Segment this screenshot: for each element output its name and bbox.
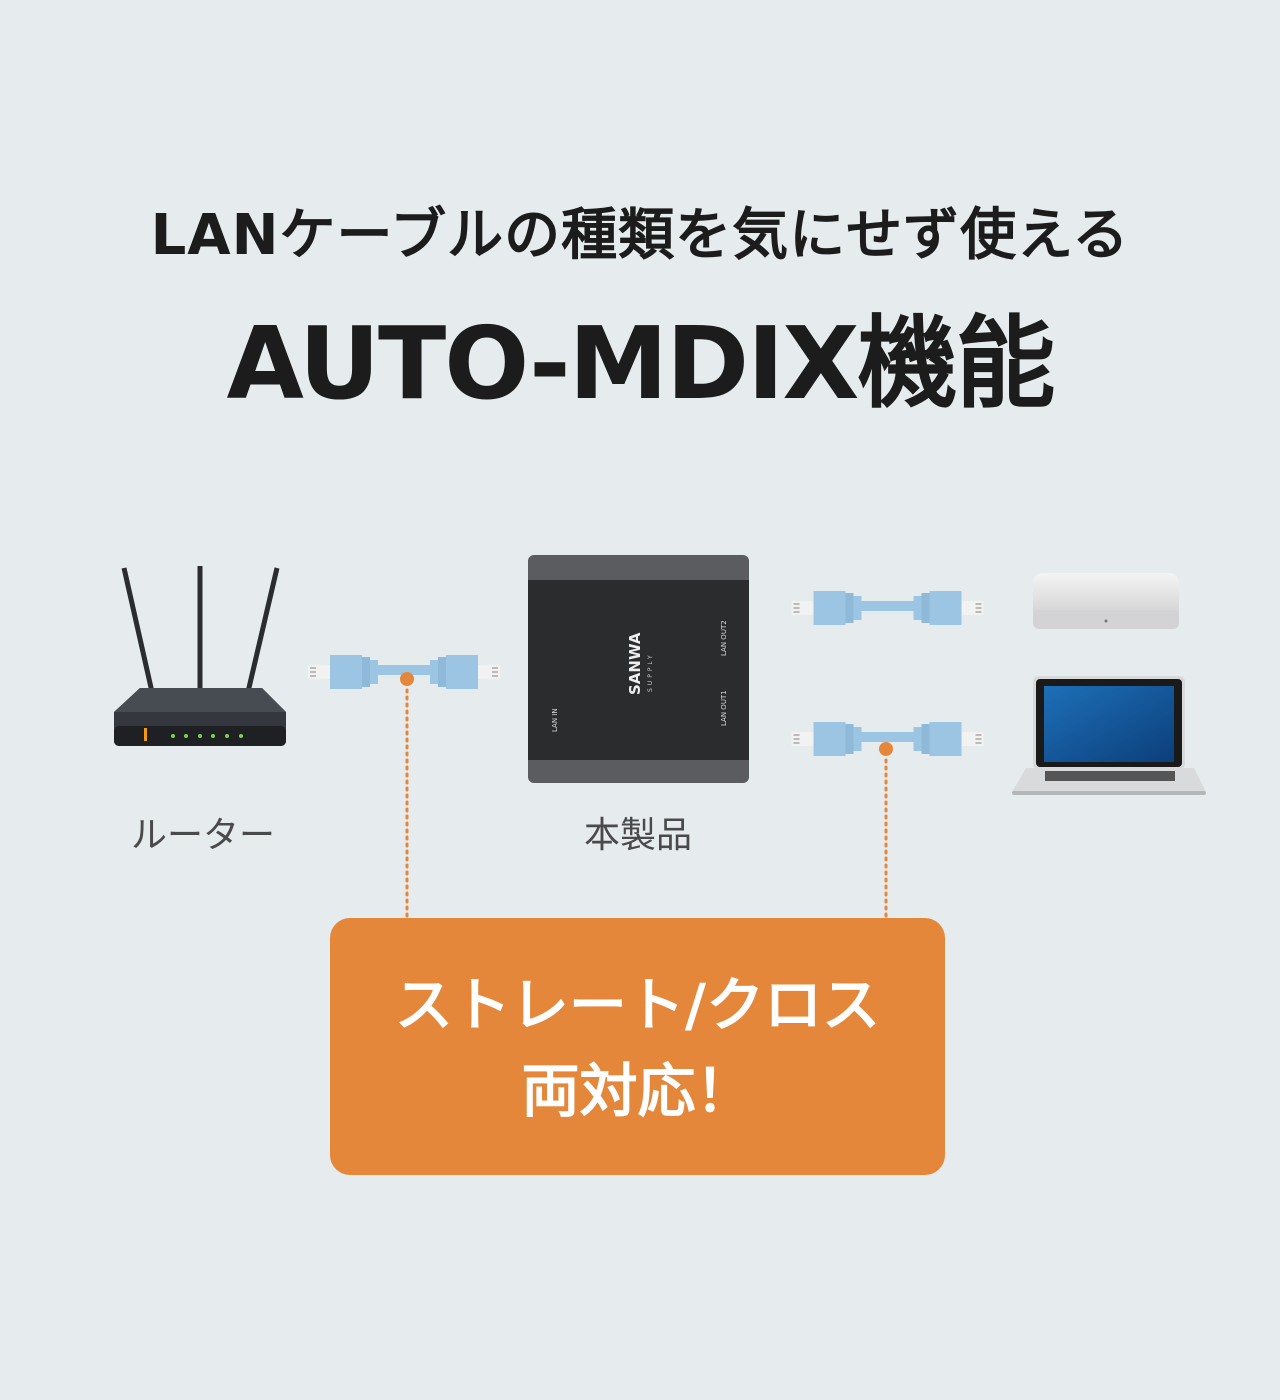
router-icon: [114, 566, 286, 746]
mac-mini-icon: [1033, 573, 1179, 629]
product-device-icon: SANWA SUPPLY LAN IN LAN OUT1 LAN OUT2: [528, 555, 749, 783]
lan-cable-out2: [791, 591, 984, 625]
page-title: AUTO-MDIX機能: [226, 305, 1056, 422]
callout-line1: ストレート/クロス: [394, 971, 881, 1039]
port-label-lan-out1: LAN OUT1: [720, 690, 728, 726]
port-label-lan-out2: LAN OUT2: [720, 620, 728, 656]
connector-line-right: [879, 742, 893, 920]
callout-box: ストレート/クロス 両対応！: [330, 918, 945, 1175]
subtitle: LANケーブルの種類を気にせず使える: [150, 203, 1130, 268]
svg-text:SUPPLY: SUPPLY: [647, 652, 654, 692]
port-label-lan-in: LAN IN: [551, 708, 559, 732]
brand-logo: SANWA: [626, 632, 644, 695]
laptop-icon: [1012, 676, 1206, 795]
router-label: ルーター: [130, 815, 275, 856]
connector-line-left: [400, 672, 414, 920]
callout-line2: 両対応！: [521, 1057, 754, 1125]
product-label: 本製品: [583, 815, 692, 856]
